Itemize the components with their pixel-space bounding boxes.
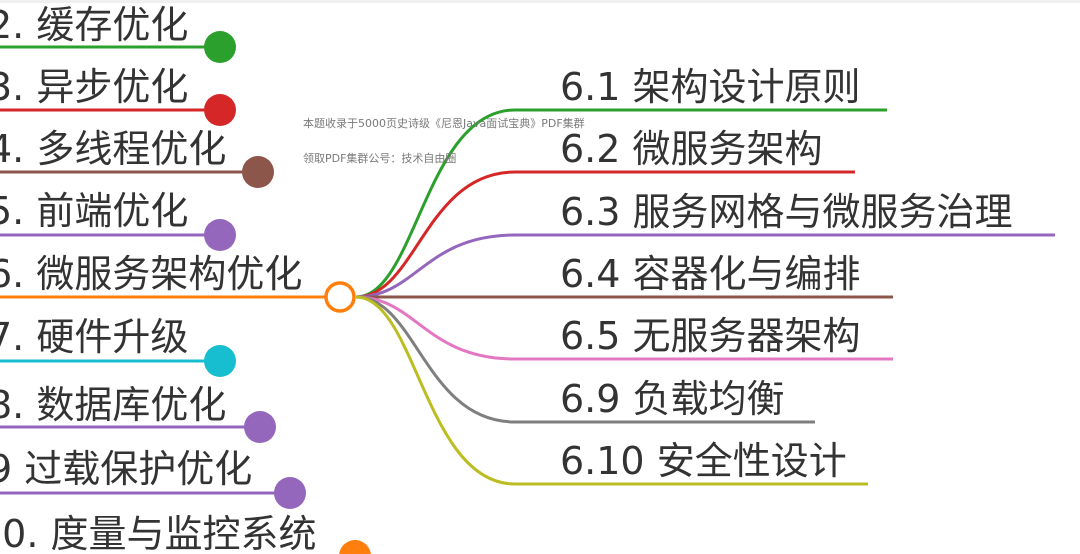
right-branch-label[interactable]: 6.9 负载均衡 bbox=[560, 377, 785, 421]
left-branch-label[interactable]: 6. 微服务架构优化 bbox=[0, 252, 303, 296]
left-branch-node-dot bbox=[204, 94, 236, 126]
right-branch-connector bbox=[355, 295, 815, 424]
right-branch-connector bbox=[355, 233, 1055, 299]
left-branch-label[interactable]: 8. 数据库优化 bbox=[0, 383, 227, 427]
left-branch-node-dot bbox=[204, 345, 236, 377]
left-branch-label[interactable]: 7. 硬件升级 bbox=[0, 315, 189, 359]
top-border bbox=[0, 0, 1080, 3]
watermark-line-2: 领取PDF集群公号：技术自由圈 bbox=[303, 152, 457, 165]
watermark-line-1: 本题收录于5000页史诗级《尼恩Java面试宝典》PDF集群 bbox=[303, 117, 585, 130]
left-branch-node-dot bbox=[204, 219, 236, 251]
left-branch-node-dot bbox=[274, 477, 306, 509]
right-branch-label[interactable]: 6.10 安全性设计 bbox=[560, 439, 847, 483]
right-branch-connector bbox=[355, 108, 887, 299]
left-branch-node-dot bbox=[244, 411, 276, 443]
right-branch-label[interactable]: 6.3 服务网格与微服务治理 bbox=[560, 190, 1013, 234]
left-branch-label[interactable]: 2. 缓存优化 bbox=[0, 3, 189, 47]
left-branch-node-dot bbox=[204, 31, 236, 63]
left-branch-label[interactable]: 3. 异步优化 bbox=[0, 65, 189, 109]
left-branch-label[interactable]: 4. 多线程优化 bbox=[0, 127, 227, 171]
right-branch-connector bbox=[355, 295, 868, 486]
right-branch-label[interactable]: 6.2 微服务架构 bbox=[560, 127, 823, 171]
left-branch-node-dot bbox=[242, 156, 274, 188]
right-branch-connector bbox=[355, 170, 855, 299]
right-branch-label[interactable]: 6.5 无服务器架构 bbox=[560, 314, 861, 358]
right-branch-label[interactable]: 6.4 容器化与编排 bbox=[560, 252, 861, 296]
right-branch-label[interactable]: 6.1 架构设计原则 bbox=[560, 65, 861, 109]
center-node-circle bbox=[324, 281, 356, 313]
right-branch-connector bbox=[355, 295, 893, 361]
left-branch-label[interactable]: 10. 度量与监控系统 bbox=[0, 512, 317, 554]
left-branch-node-dot bbox=[339, 540, 371, 554]
left-branch-label[interactable]: 5. 前端优化 bbox=[0, 189, 189, 233]
left-branch-label[interactable]: 9 过载保护优化 bbox=[0, 447, 253, 491]
